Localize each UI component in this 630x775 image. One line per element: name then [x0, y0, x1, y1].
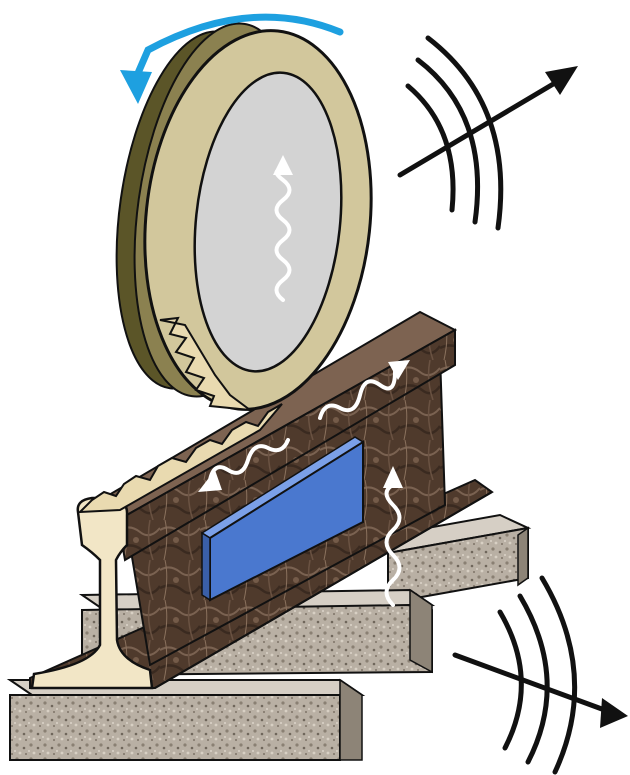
- sound-wave-icon-wheel: [400, 38, 578, 228]
- sleeper-front: [10, 680, 362, 760]
- sound-wave-icon-track: [455, 578, 628, 772]
